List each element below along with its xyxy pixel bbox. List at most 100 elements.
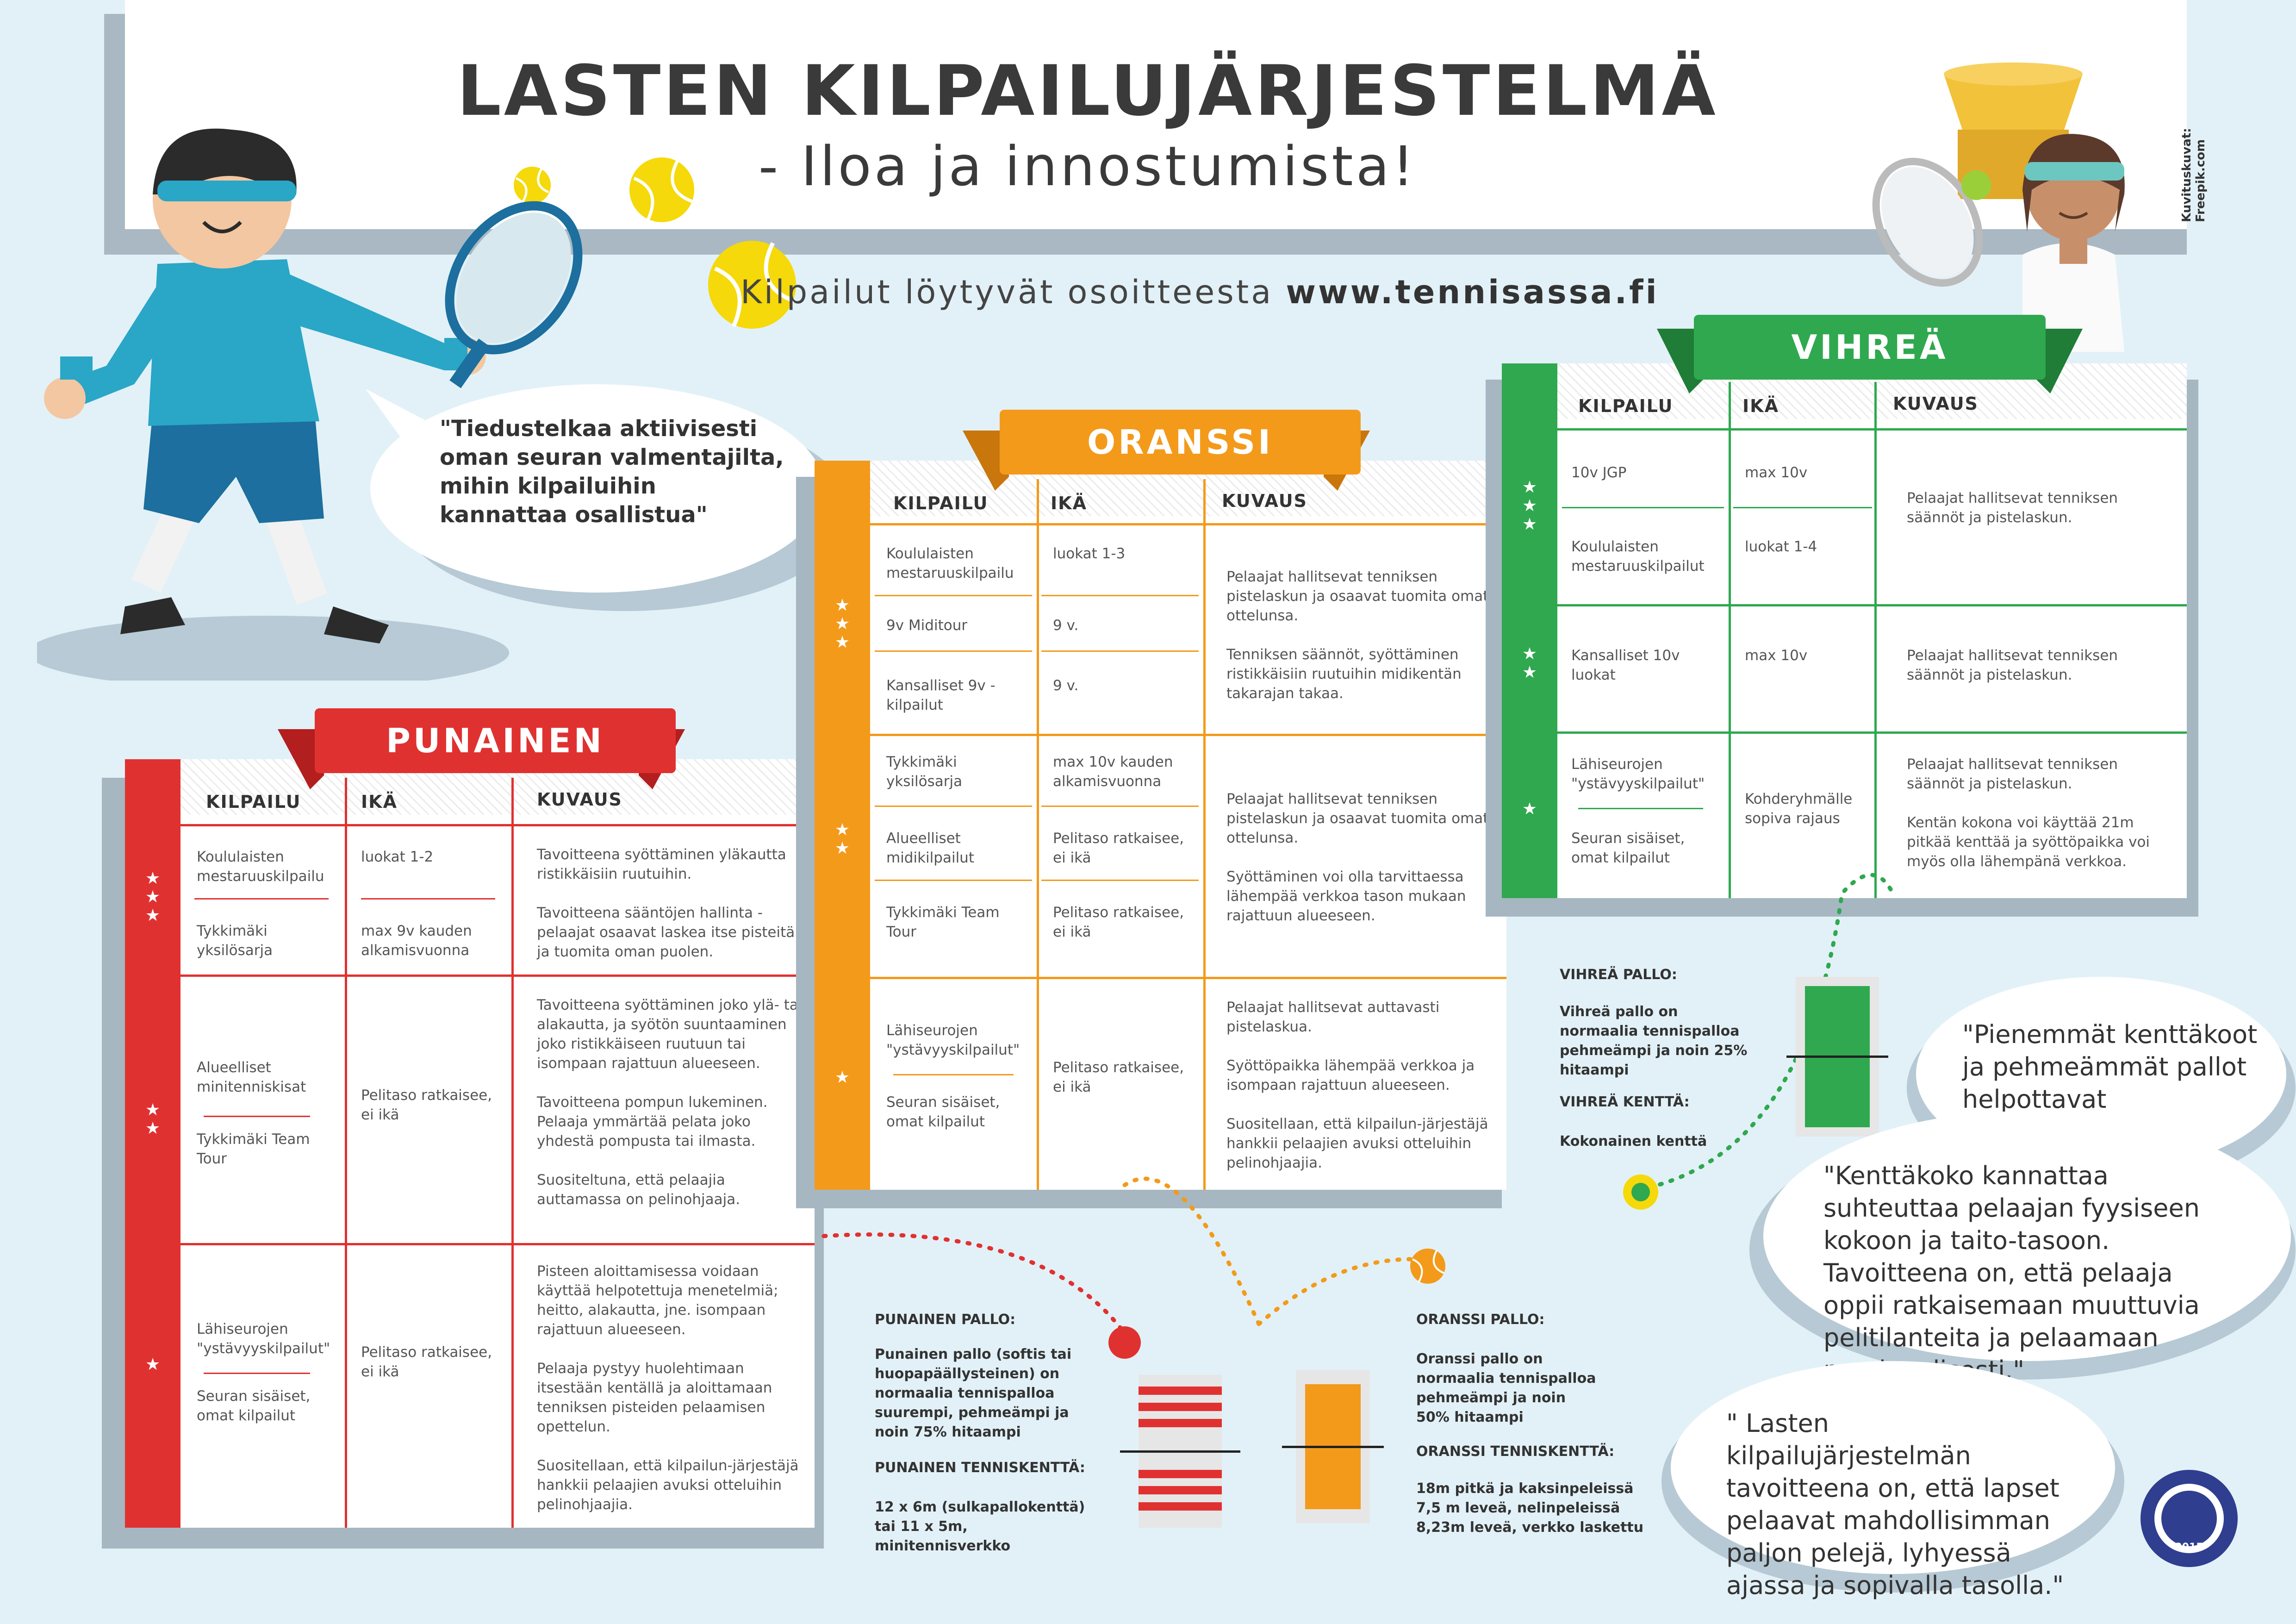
oranssi-r2-ika-3: Pelitaso ratkaisee, ei ikä <box>1053 904 1184 940</box>
punainen-r2-kilpailu-1: Alueelliset minitenniskisat <box>197 1059 306 1095</box>
star-icon: ★ <box>834 1068 850 1087</box>
oranssi-color-bar <box>815 461 870 1190</box>
divider <box>180 1243 815 1245</box>
oranssi-r2-kilpailu-2: Alueelliset midikilpailut <box>886 830 974 866</box>
vihrea-r1-kuvaus: Pelaajat hallitsevat tenniksen säännöt j… <box>1907 490 2118 526</box>
star-icon: ★ <box>1522 663 1537 682</box>
oranssi-r2-kilpailu-1: Tykkimäki yksilösarja <box>886 754 963 790</box>
divider <box>1733 507 1872 508</box>
punainen-r2-ika: Pelitaso ratkaisee, ei ikä <box>361 1087 492 1123</box>
oranssi-r1-ika-1: luokat 1-3 <box>1053 545 1126 562</box>
club-seal-year: 2015 <box>2175 1542 2203 1553</box>
vihrea-title: VIHREÄ <box>1694 315 2046 380</box>
divider <box>1041 806 1199 807</box>
oranssi-r3-kilpailu-2: Seuran sisäiset, omat kilpailut <box>886 1094 1000 1130</box>
star-icon: ★ <box>145 1355 161 1374</box>
vihrea-r1-kilpailu-2: Koululaisten mestaruuskilpailut <box>1571 538 1705 575</box>
oranssi-r1-kuvaus: Pelaajat hallitsevat tenniksen pistelask… <box>1226 568 1489 702</box>
punainen-r2-kuvaus: Tavoitteena syöttäminen joko ylä- tai al… <box>537 997 803 1208</box>
divider <box>180 824 815 826</box>
website-link[interactable]: www.tennisassa.fi <box>1286 273 1659 311</box>
divider <box>875 595 1032 596</box>
punainen-r3-kilpailu-2: Seuran sisäiset, omat kilpailut <box>197 1388 311 1424</box>
boy-tennis-player-illustration <box>37 128 583 681</box>
star-icon: ★ <box>145 887 161 906</box>
divider <box>1557 731 2187 734</box>
punainen-header-kuvaus: KUVAUS <box>537 789 622 810</box>
oranssi-table: KILPAILU IKÄ KUVAUS ★ ★ ★ ★ ★ ★ Koululai… <box>815 461 1506 1190</box>
divider <box>1041 595 1199 596</box>
website-prefix: Kilpailut löytyvät osoitteesta <box>740 273 1286 311</box>
vihrea-header-kilpailu: KILPAILU <box>1578 396 1674 416</box>
divider <box>1203 479 1206 1190</box>
bubble-r3 <box>1671 1361 2115 1574</box>
star-icon: ★ <box>834 839 850 858</box>
punainen-r3-kilpailu-1: Lähiseurojen "ystävyyskilpailut" <box>197 1321 330 1357</box>
vihrea-r1-kilpailu-1: 10v JGP <box>1571 464 1627 481</box>
divider <box>511 778 514 1528</box>
green-ball-title: VIHREÄ PALLO: <box>1560 967 1677 983</box>
green-court-title: VIHREÄ KENTTÄ: <box>1560 1094 1690 1110</box>
oranssi-header-kilpailu: KILPAILU <box>893 493 989 513</box>
red-court-text: 12 x 6m (sulkapallokenttä) tai 11 x 5m, … <box>875 1499 1085 1554</box>
star-icon: ★ <box>1522 800 1537 818</box>
oranssi-r2-ika-2: Pelitaso ratkaisee, ei ikä <box>1053 830 1184 866</box>
orange-ball-title: ORANSSI PALLO: <box>1416 1312 1545 1328</box>
divider <box>194 898 329 899</box>
divider <box>204 1116 310 1117</box>
oranssi-r1-kilpailu-2: 9v Miditour <box>886 617 968 634</box>
red-ball-title: PUNAINEN PALLO: <box>875 1312 1016 1328</box>
bubble-r3-text: " Lasten kilpailujärjestelmän tavoitteen… <box>1726 1409 2064 1600</box>
tennis-ball-icon <box>629 157 694 222</box>
divider <box>1729 382 1731 898</box>
divider <box>361 898 495 899</box>
bubble-r2 <box>1763 1111 2291 1361</box>
divider <box>1874 382 1877 898</box>
divider <box>180 974 815 977</box>
punainen-r3-ika: Pelitaso ratkaisee, ei ikä <box>361 1344 492 1380</box>
oranssi-title: ORANSSI <box>1000 410 1361 475</box>
oranssi-r1-ika-3: 9 v. <box>1053 677 1079 694</box>
punainen-r2-kilpailu-2: Tykkimäki Team Tour <box>197 1131 310 1167</box>
oranssi-r3-ika: Pelitaso ratkaisee, ei ikä <box>1053 1059 1184 1095</box>
tennis-ball-icon <box>708 241 796 329</box>
girl-with-trophy-illustration <box>1872 62 2125 352</box>
divider <box>893 1074 1014 1075</box>
vihrea-r3-kilpailu-2: Seuran sisäiset, omat kilpailut <box>1571 830 1685 866</box>
star-icon: ★ <box>145 1100 161 1119</box>
tennis-ball-icon <box>514 167 551 204</box>
punainen-header-kilpailu: KILPAILU <box>206 792 301 812</box>
green-court-text: Kokonainen kenttä <box>1560 1133 1707 1149</box>
page-subtitle: - Iloa ja innostumista! <box>758 134 1417 198</box>
orange-court-title: ORANSSI TENNISKENTTÄ: <box>1416 1443 1615 1460</box>
divider <box>875 880 1032 881</box>
vihrea-r3-kuvaus: Pelaajat hallitsevat tenniksen säännöt j… <box>1907 756 2150 870</box>
orange-ball-text: Oranssi pallo on normaalia tennispalloa … <box>1416 1351 1596 1425</box>
bubble-left <box>370 384 824 593</box>
divider <box>870 734 1506 736</box>
oranssi-r1-kilpailu-3: Kansalliset 9v -kilpailut <box>886 677 996 713</box>
vihrea-r1-ika-2: luokat 1-4 <box>1745 538 1817 555</box>
star-icon: ★ <box>145 1119 161 1138</box>
vihrea-header-kuvaus: KUVAUS <box>1893 394 1979 414</box>
punainen-r1-kuvaus: Tavoitteena syöttäminen yläkautta ristik… <box>537 846 795 960</box>
divider <box>870 523 1506 525</box>
oranssi-r2-ika-1: max 10v kauden alkamisvuonna <box>1053 754 1173 790</box>
oranssi-r1-ika-2: 9 v. <box>1053 617 1079 634</box>
oranssi-r3-kilpailu-1: Lähiseurojen "ystävyyskilpailut" <box>886 1022 1020 1058</box>
star-icon: ★ <box>834 596 850 615</box>
star-icon: ★ <box>834 614 850 633</box>
divider <box>1578 808 1703 809</box>
punainen-r1-ika-2: max 9v kauden alkamisvuonna <box>361 923 472 959</box>
punainen-r3-kuvaus: Pisteen aloittamisessa voidaan käyttää h… <box>537 1263 799 1513</box>
vihrea-r2-ika: max 10v <box>1745 647 1808 664</box>
star-icon: ★ <box>1522 496 1537 515</box>
red-ball-text: Punainen pallo (softis tai huopapäällyst… <box>875 1346 1072 1440</box>
red-ball-icon <box>1108 1326 1141 1359</box>
divider <box>1557 604 2187 606</box>
star-icon: ★ <box>145 869 161 888</box>
red-court-title: PUNAINEN TENNISKENTTÄ: <box>875 1460 1085 1476</box>
punainen-table: KILPAILU IKÄ KUVAUS ★ ★ ★ ★ ★ ★ Koululai… <box>125 759 815 1528</box>
vihrea-r1-ika-1: max 10v <box>1745 464 1808 481</box>
punainen-color-bar <box>125 759 180 1528</box>
